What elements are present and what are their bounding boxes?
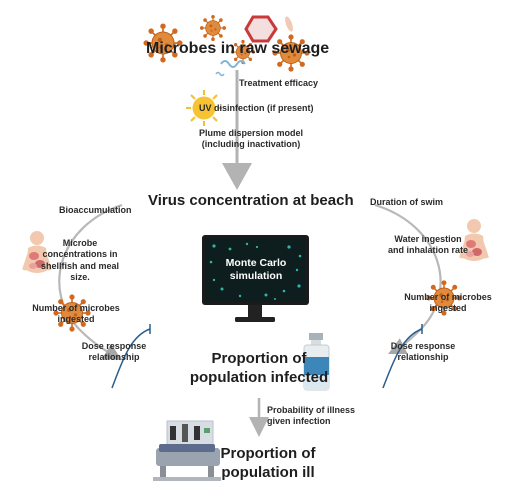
label-shellfish-concentration: Microbe concentrations in shellfish and … xyxy=(40,238,120,282)
virus-icon xyxy=(199,14,227,42)
dose-response-curve-left xyxy=(111,324,151,389)
bacteria-icon xyxy=(285,16,293,32)
flow-arrow-right xyxy=(374,203,442,354)
vaccine-vial-icon xyxy=(303,333,330,391)
label-plume-dispersion: Plume dispersion model (including inacti… xyxy=(198,128,304,150)
dose-response-curve-right xyxy=(382,324,423,389)
label-treatment-efficacy: Treatment efficacy xyxy=(239,78,319,88)
hospital-bed-icon xyxy=(153,420,221,481)
sun-icon xyxy=(186,90,222,126)
label-probability-illness: Probability of illness given infection xyxy=(267,405,356,427)
flow-arrowhead-main xyxy=(222,163,252,190)
title-microbes: Microbes in raw sewage xyxy=(146,40,330,57)
label-monte-carlo: Monte Carlo simulation xyxy=(225,257,287,283)
label-dose-response-left: Dose response relationship xyxy=(81,341,147,363)
label-water-ingestion: Water ingestion and inhalation rate xyxy=(387,234,468,256)
bacteria-icon xyxy=(215,60,246,77)
label-bioaccumulation: Bioaccumulation xyxy=(59,205,132,215)
label-dose-response-right: Dose response relationship xyxy=(390,341,456,363)
bacteria-icon xyxy=(244,15,278,43)
label-population-infected: Proportion of population infected xyxy=(189,350,329,386)
label-uv-disinfection: UV disinfection (if present) xyxy=(199,103,314,113)
label-virus-concentration: Virus concentration at beach xyxy=(148,192,354,209)
monitor-icon xyxy=(202,235,309,322)
label-microbes-ingested-left: Number of microbes ingested xyxy=(32,303,120,325)
human-body-icon xyxy=(459,219,489,261)
label-microbes-ingested-right: Number of microbes ingested xyxy=(404,292,492,314)
label-population-ill: Proportion of population ill xyxy=(220,445,316,481)
label-duration-of-swim: Duration of swim xyxy=(370,197,444,207)
human-body-icon xyxy=(22,231,52,273)
